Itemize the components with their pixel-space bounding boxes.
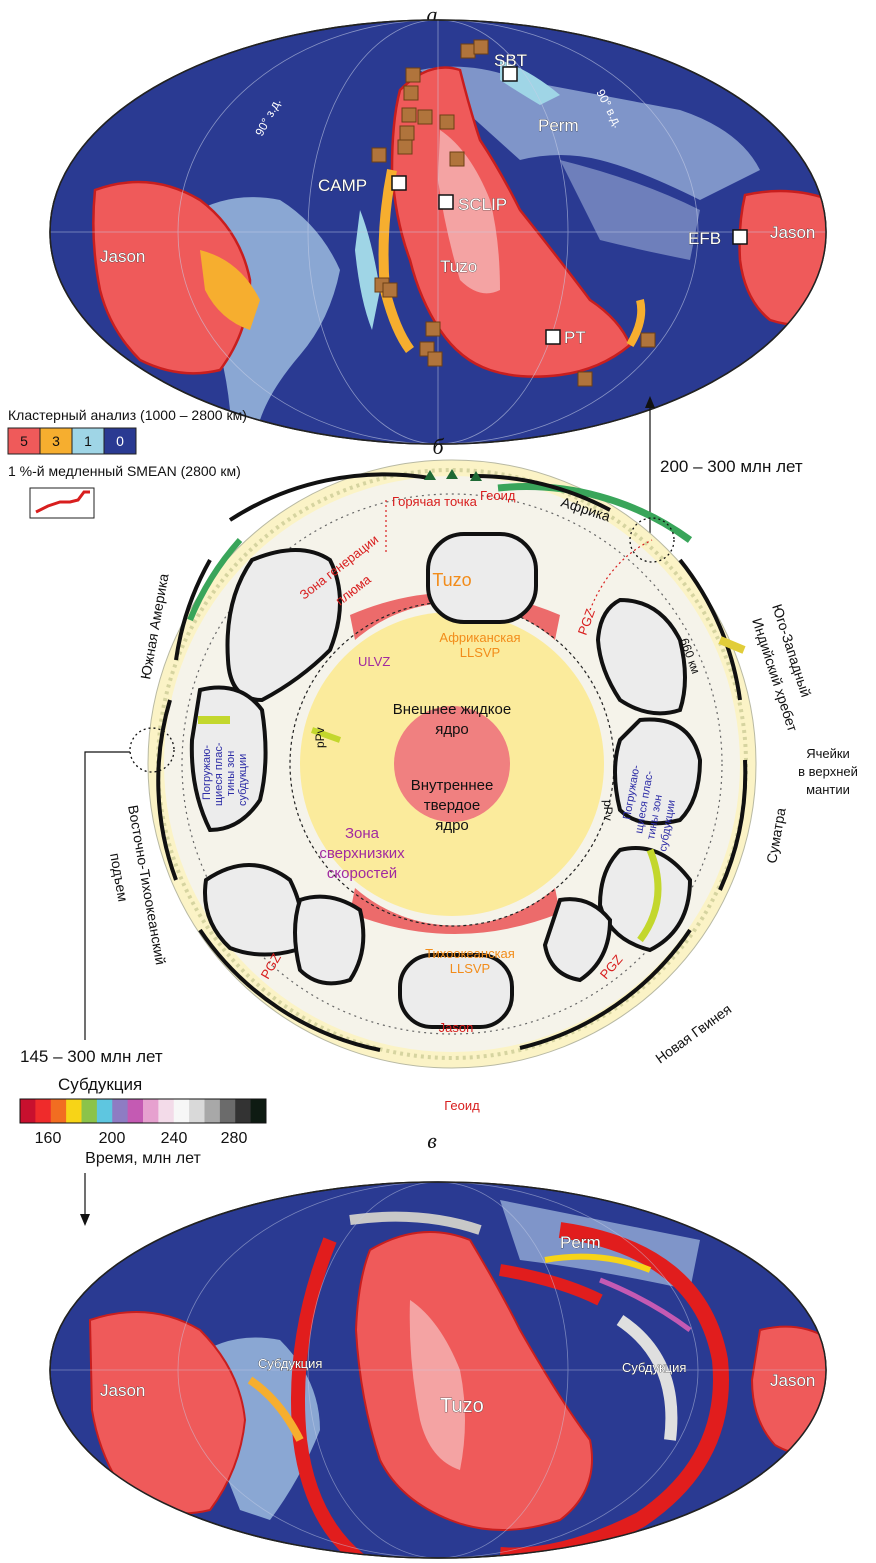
colorbar-tick: 240: [161, 1130, 188, 1147]
colorbar-tick: 200: [99, 1130, 126, 1147]
label-ulvz: ULVZ: [358, 654, 390, 669]
arrowhead-to-c: [80, 1214, 90, 1226]
label-jason-c-left: Jason: [100, 1381, 145, 1400]
legend-cluster-value: 0: [116, 433, 124, 449]
label-slabs-left-4: субдукции: [237, 754, 249, 806]
label-ultralow-3: скоростей: [327, 865, 397, 882]
label-camp: CAMP: [318, 176, 367, 195]
colorbar-swatch: [235, 1099, 252, 1123]
colorbar: 160 200 240 280 Время, млн лет: [19, 1098, 267, 1167]
colorbar-ticks: 160 200 240 280: [35, 1130, 248, 1147]
label-jason-c-right: Jason: [770, 1371, 815, 1390]
label-ppv-right: pPv: [601, 800, 615, 821]
legend-cluster-value: 3: [52, 433, 60, 449]
label-ppv-left: pPv: [313, 727, 327, 748]
africa-hotspot-circle: [629, 517, 675, 563]
label-perm-c: Perm: [560, 1233, 601, 1252]
legend-cluster-swatch: [7, 427, 41, 455]
connector-to-c: [84, 751, 130, 1040]
label-jason-a-left: Jason: [100, 247, 145, 266]
map-c: Perm Субдукция Субдукция Tuzo Jason Jaso…: [49, 1181, 827, 1559]
arrowhead-to-a: [645, 396, 655, 408]
colorbar-swatch: [158, 1099, 175, 1123]
label-perm: Perm: [538, 116, 579, 135]
label-pt: PT: [564, 328, 586, 347]
label-pacific-llsvp-1: Тихоокеанская: [425, 946, 515, 961]
colorbar-swatch: [66, 1099, 82, 1123]
label-inner-core-2: твердое: [424, 797, 480, 814]
colorbar-swatch: [20, 1099, 36, 1123]
colorbar-swatch: [219, 1099, 236, 1123]
legend-cluster-boxes: 5 3 1 0: [7, 427, 137, 455]
panel-b-title: б: [432, 434, 444, 459]
label-tuzo-c: Tuzo: [440, 1395, 484, 1417]
label-pacific-llsvp-2: LLSVP: [450, 961, 490, 976]
colorbar-swatch: [96, 1099, 113, 1123]
colorbar-swatch: [204, 1099, 221, 1123]
label-ultralow-1: Зона: [345, 825, 380, 842]
legend-cluster-swatch: [71, 427, 105, 455]
pacific-subduction-circle: [129, 727, 175, 773]
label-slabs-left-2: щиеся плас-: [213, 742, 225, 806]
colorbar-swatch: [189, 1099, 205, 1123]
legend-cluster-value: 5: [20, 433, 28, 449]
label-tuzo-a: Tuzo: [440, 257, 477, 276]
panel-c-title: в: [427, 1128, 437, 1153]
colorbar-swatch: [143, 1099, 159, 1123]
legend-cluster-swatch: [103, 427, 137, 455]
time-bottom-2: Субдукция: [58, 1075, 142, 1094]
colorbar-swatch: [112, 1099, 129, 1123]
label-east-pacific-2: подъем: [107, 852, 131, 903]
legend-cluster-swatch: [39, 427, 73, 455]
label-slabs-left-1: Погружаю-: [201, 745, 213, 800]
legend-cluster-value: 1: [84, 433, 92, 449]
label-sumatra: Суматра: [763, 806, 789, 864]
time-top: 200 – 300 млн лет: [660, 457, 803, 476]
label-inner-core-3: ядро: [435, 817, 469, 834]
panel-a-title: а: [427, 2, 438, 27]
label-outer-core-2: ядро: [435, 721, 469, 738]
map-a: SBT Perm CAMP SCLIP Tuzo Jason Jason EFB…: [49, 19, 827, 445]
earth-cross-section: [84, 459, 757, 1069]
label-subduction-left: Субдукция: [258, 1356, 322, 1371]
colorbar-swatch: [173, 1099, 190, 1123]
label-subduction-right: Субдукция: [622, 1360, 686, 1375]
label-efb: EFB: [688, 229, 721, 248]
label-jason-b: Jason: [439, 1020, 474, 1035]
colorbar-swatch: [127, 1099, 144, 1123]
colorbar-swatch: [50, 1099, 67, 1123]
colorbar-swatches: [20, 1099, 267, 1123]
colorbar-swatch: [35, 1099, 52, 1123]
label-ultralow-2: сверхнизких: [319, 845, 405, 862]
label-cells-1: Ячейки: [806, 746, 850, 761]
label-sbt: SBT: [494, 51, 527, 70]
label-geoid-top: Геоид: [480, 488, 516, 503]
colorbar-frame: [19, 1098, 267, 1124]
legend-smean-line: [35, 490, 90, 514]
label-hotspot: Горячая точка: [392, 494, 478, 509]
legend-smean-title: 1 %-й медленный SMEAN (2800 км): [8, 463, 241, 479]
label-new-guinea: Новая Гвинея: [652, 1001, 734, 1067]
label-geoid-bottom: Геоид: [444, 1098, 480, 1113]
label-cells-3: мантии: [806, 782, 850, 797]
time-bottom-1: 145 – 300 млн лет: [20, 1047, 163, 1066]
label-jason-a-right: Jason: [770, 223, 815, 242]
colorbar-tick: 160: [35, 1130, 62, 1147]
label-african-llsvp-1: Африканская: [439, 630, 520, 645]
label-sclip: SCLIP: [458, 195, 507, 214]
colorbar-tick: 280: [221, 1130, 248, 1147]
label-slabs-left-3: тины зон: [225, 751, 237, 796]
label-inner-core-1: Внутреннее: [411, 777, 494, 794]
label-tuzo-b: Tuzo: [432, 570, 471, 590]
colorbar-label: Время, млн лет: [85, 1150, 201, 1167]
legend-cluster-title: Кластерный анализ (1000 – 2800 км): [8, 407, 247, 423]
label-cells-2: в верхней: [798, 764, 858, 779]
label-african-llsvp-2: LLSVP: [460, 645, 500, 660]
colorbar-swatch: [81, 1099, 98, 1123]
colorbar-swatch: [250, 1099, 267, 1123]
label-outer-core-1: Внешнее жидкое: [393, 701, 511, 718]
